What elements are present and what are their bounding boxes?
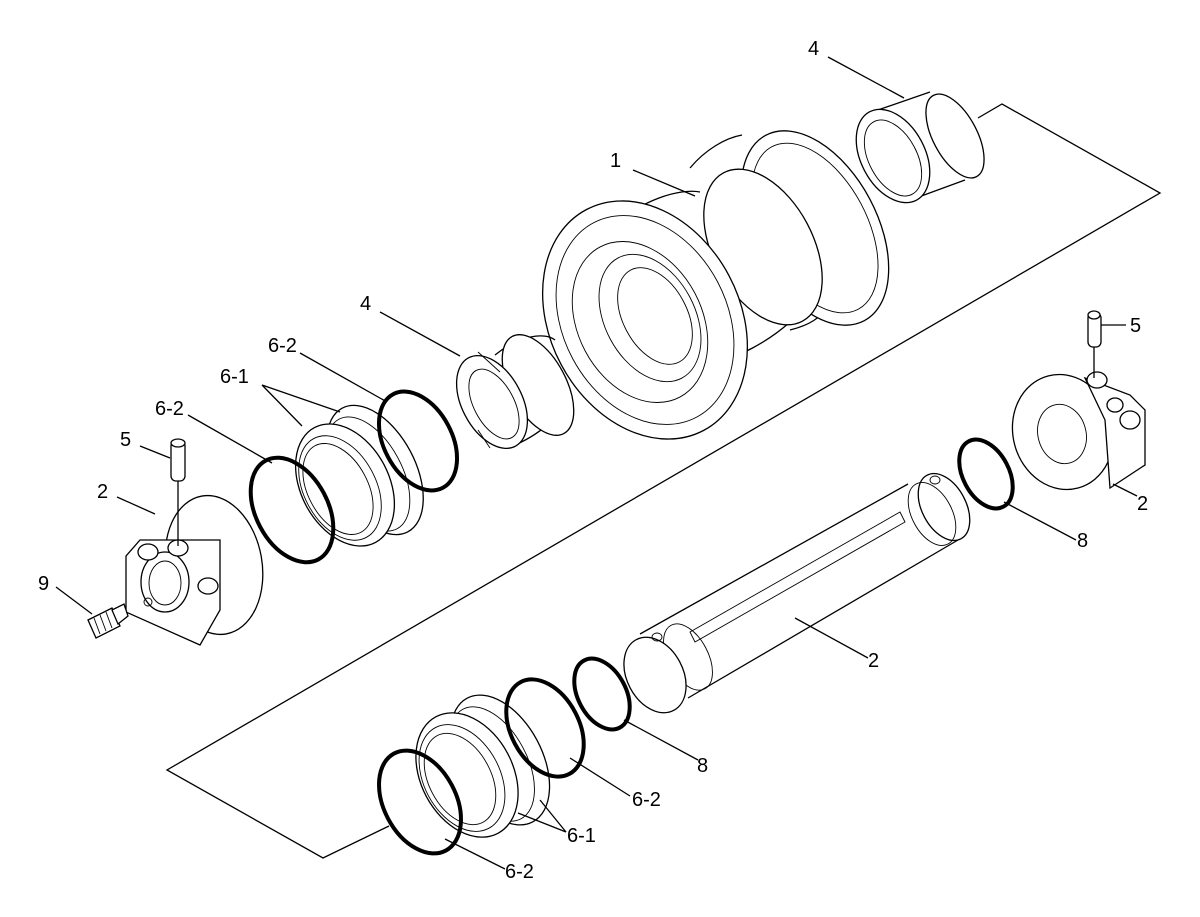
leader-line (116, 496, 156, 515)
callout-8-right: 8 (1077, 530, 1088, 552)
leader-line (379, 311, 461, 357)
o-ring-8-right (957, 437, 1015, 511)
pin-right-part (1087, 310, 1102, 348)
leader-line (261, 384, 341, 427)
leader-line (299, 352, 388, 403)
floating-seal-upper-part (294, 404, 424, 547)
callout-4-mid: 4 (360, 293, 371, 315)
callout-6-1-lower: 6-1 (567, 825, 596, 847)
callout-6-2-upper-b: 6-2 (155, 398, 184, 420)
callout-5-right: 5 (1130, 315, 1141, 337)
bushing-top-part (855, 91, 985, 204)
callout-4-top: 4 (808, 38, 819, 60)
callout-8-lower: 8 (697, 755, 708, 777)
leader-line (623, 719, 699, 761)
leader-line (794, 617, 869, 659)
leader-line (139, 445, 171, 459)
callout-9: 9 (38, 573, 49, 595)
leader-line (55, 586, 93, 615)
callout-5-left: 5 (120, 429, 131, 451)
pin-left-part (170, 438, 186, 482)
leader-line (187, 414, 273, 464)
o-ring-6-2-upper-left (248, 455, 336, 565)
callout-6-2-lower-b: 6-2 (505, 861, 534, 883)
assembly-boundary-line (165, 103, 1162, 859)
collar-left-part (125, 494, 264, 646)
floating-seal-lower-part (415, 694, 551, 838)
callout-2-left: 2 (97, 481, 108, 503)
leader-line (1112, 483, 1138, 497)
o-ring-6-2-lower-right (504, 677, 586, 779)
callout-6-2-upper-a: 6-2 (268, 335, 297, 357)
leader-line (632, 169, 696, 197)
callout-1: 1 (610, 150, 621, 172)
bushing-middle-part (455, 334, 575, 449)
plug-part (87, 603, 129, 639)
callout-2-shaft: 2 (868, 650, 879, 672)
roller-body-part (541, 130, 890, 440)
o-ring-6-2-upper-right (377, 389, 459, 493)
o-ring-8-lower (572, 656, 632, 732)
collar-right-part (1011, 371, 1146, 491)
o-ring-6-2-lower-left (377, 748, 463, 856)
callout-6-2-lower-a: 6-2 (632, 789, 661, 811)
leader-line (569, 757, 631, 797)
leader-line (1003, 501, 1077, 541)
leader-line (827, 56, 905, 99)
leader-line (444, 838, 506, 870)
leader-line (517, 799, 567, 833)
callout-2-right: 2 (1137, 493, 1148, 515)
shaft-part (623, 472, 971, 714)
callout-6-1-upper: 6-1 (220, 366, 249, 388)
